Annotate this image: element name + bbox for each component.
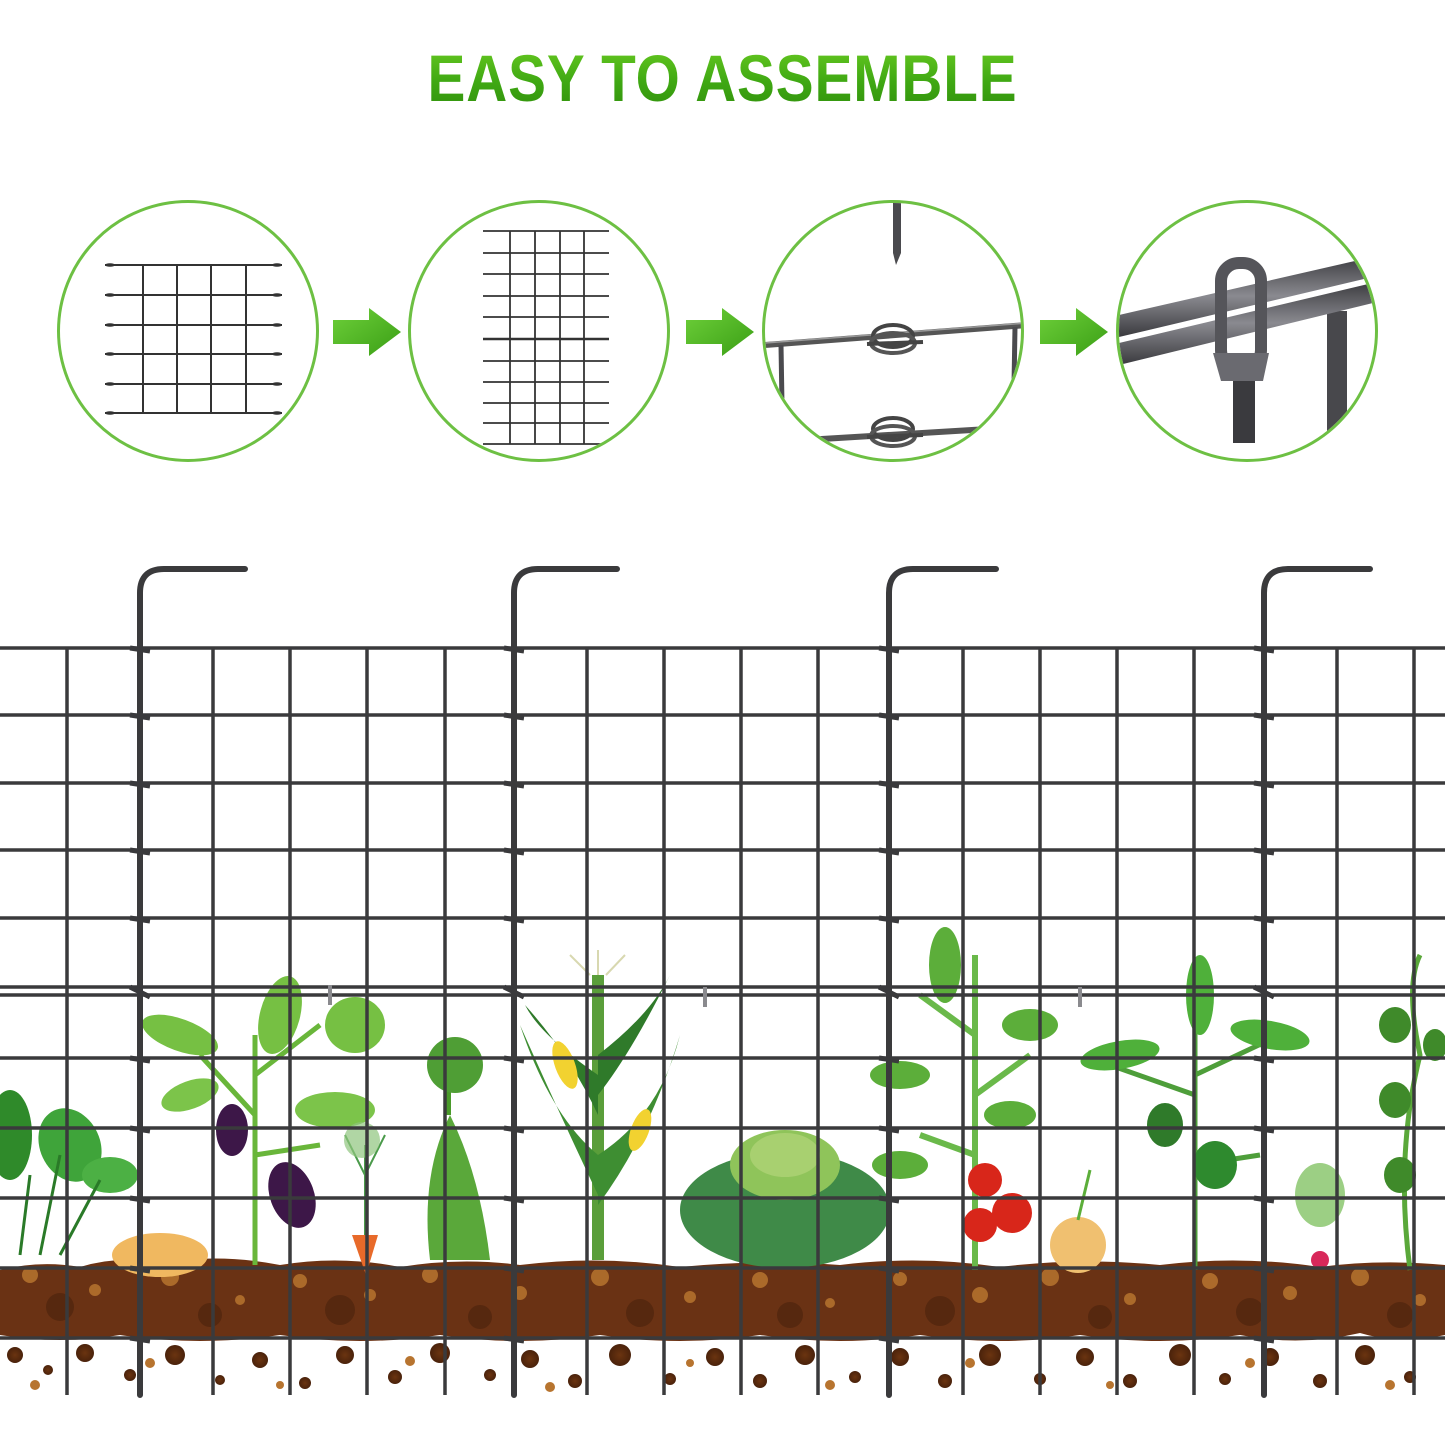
cabbage-plant xyxy=(680,1130,890,1268)
fence-panel-icon xyxy=(105,263,282,415)
fence-illustration xyxy=(0,566,1445,1398)
radish-plant xyxy=(1295,1163,1345,1269)
soil-layer xyxy=(0,1258,1445,1392)
clip-icon xyxy=(1119,256,1375,443)
arrow-right-icon xyxy=(1040,308,1108,356)
onion-plant xyxy=(1050,1169,1106,1273)
step-2-stacked-panels xyxy=(408,200,670,462)
hook-loop-icon xyxy=(765,203,1021,459)
stacked-panel-icon xyxy=(483,230,609,445)
eggplant-plant xyxy=(142,976,385,1265)
fence-posts xyxy=(137,566,1373,1398)
fence-mesh xyxy=(0,566,1445,1398)
arrow-right-icon xyxy=(686,308,754,356)
step-4-zip-clip xyxy=(1116,200,1378,462)
page-title: EASY TO ASSEMBLE xyxy=(101,38,1344,118)
corn-plant xyxy=(520,950,680,1260)
carrot-plant xyxy=(344,1122,386,1275)
garden-fence-scene xyxy=(0,555,1445,1405)
celery-plant xyxy=(427,1037,490,1260)
step-1-single-panel xyxy=(57,200,319,462)
arrow-right-icon xyxy=(333,308,401,356)
panel-clips xyxy=(328,985,1082,1007)
wire-coils xyxy=(128,645,1276,1344)
spinach-plant xyxy=(0,1090,138,1256)
pea-plant xyxy=(1379,953,1445,1271)
potato xyxy=(112,1233,208,1277)
assembly-steps xyxy=(0,195,1445,475)
step-3-hook-connection xyxy=(762,200,1024,462)
plants xyxy=(0,927,1445,1277)
